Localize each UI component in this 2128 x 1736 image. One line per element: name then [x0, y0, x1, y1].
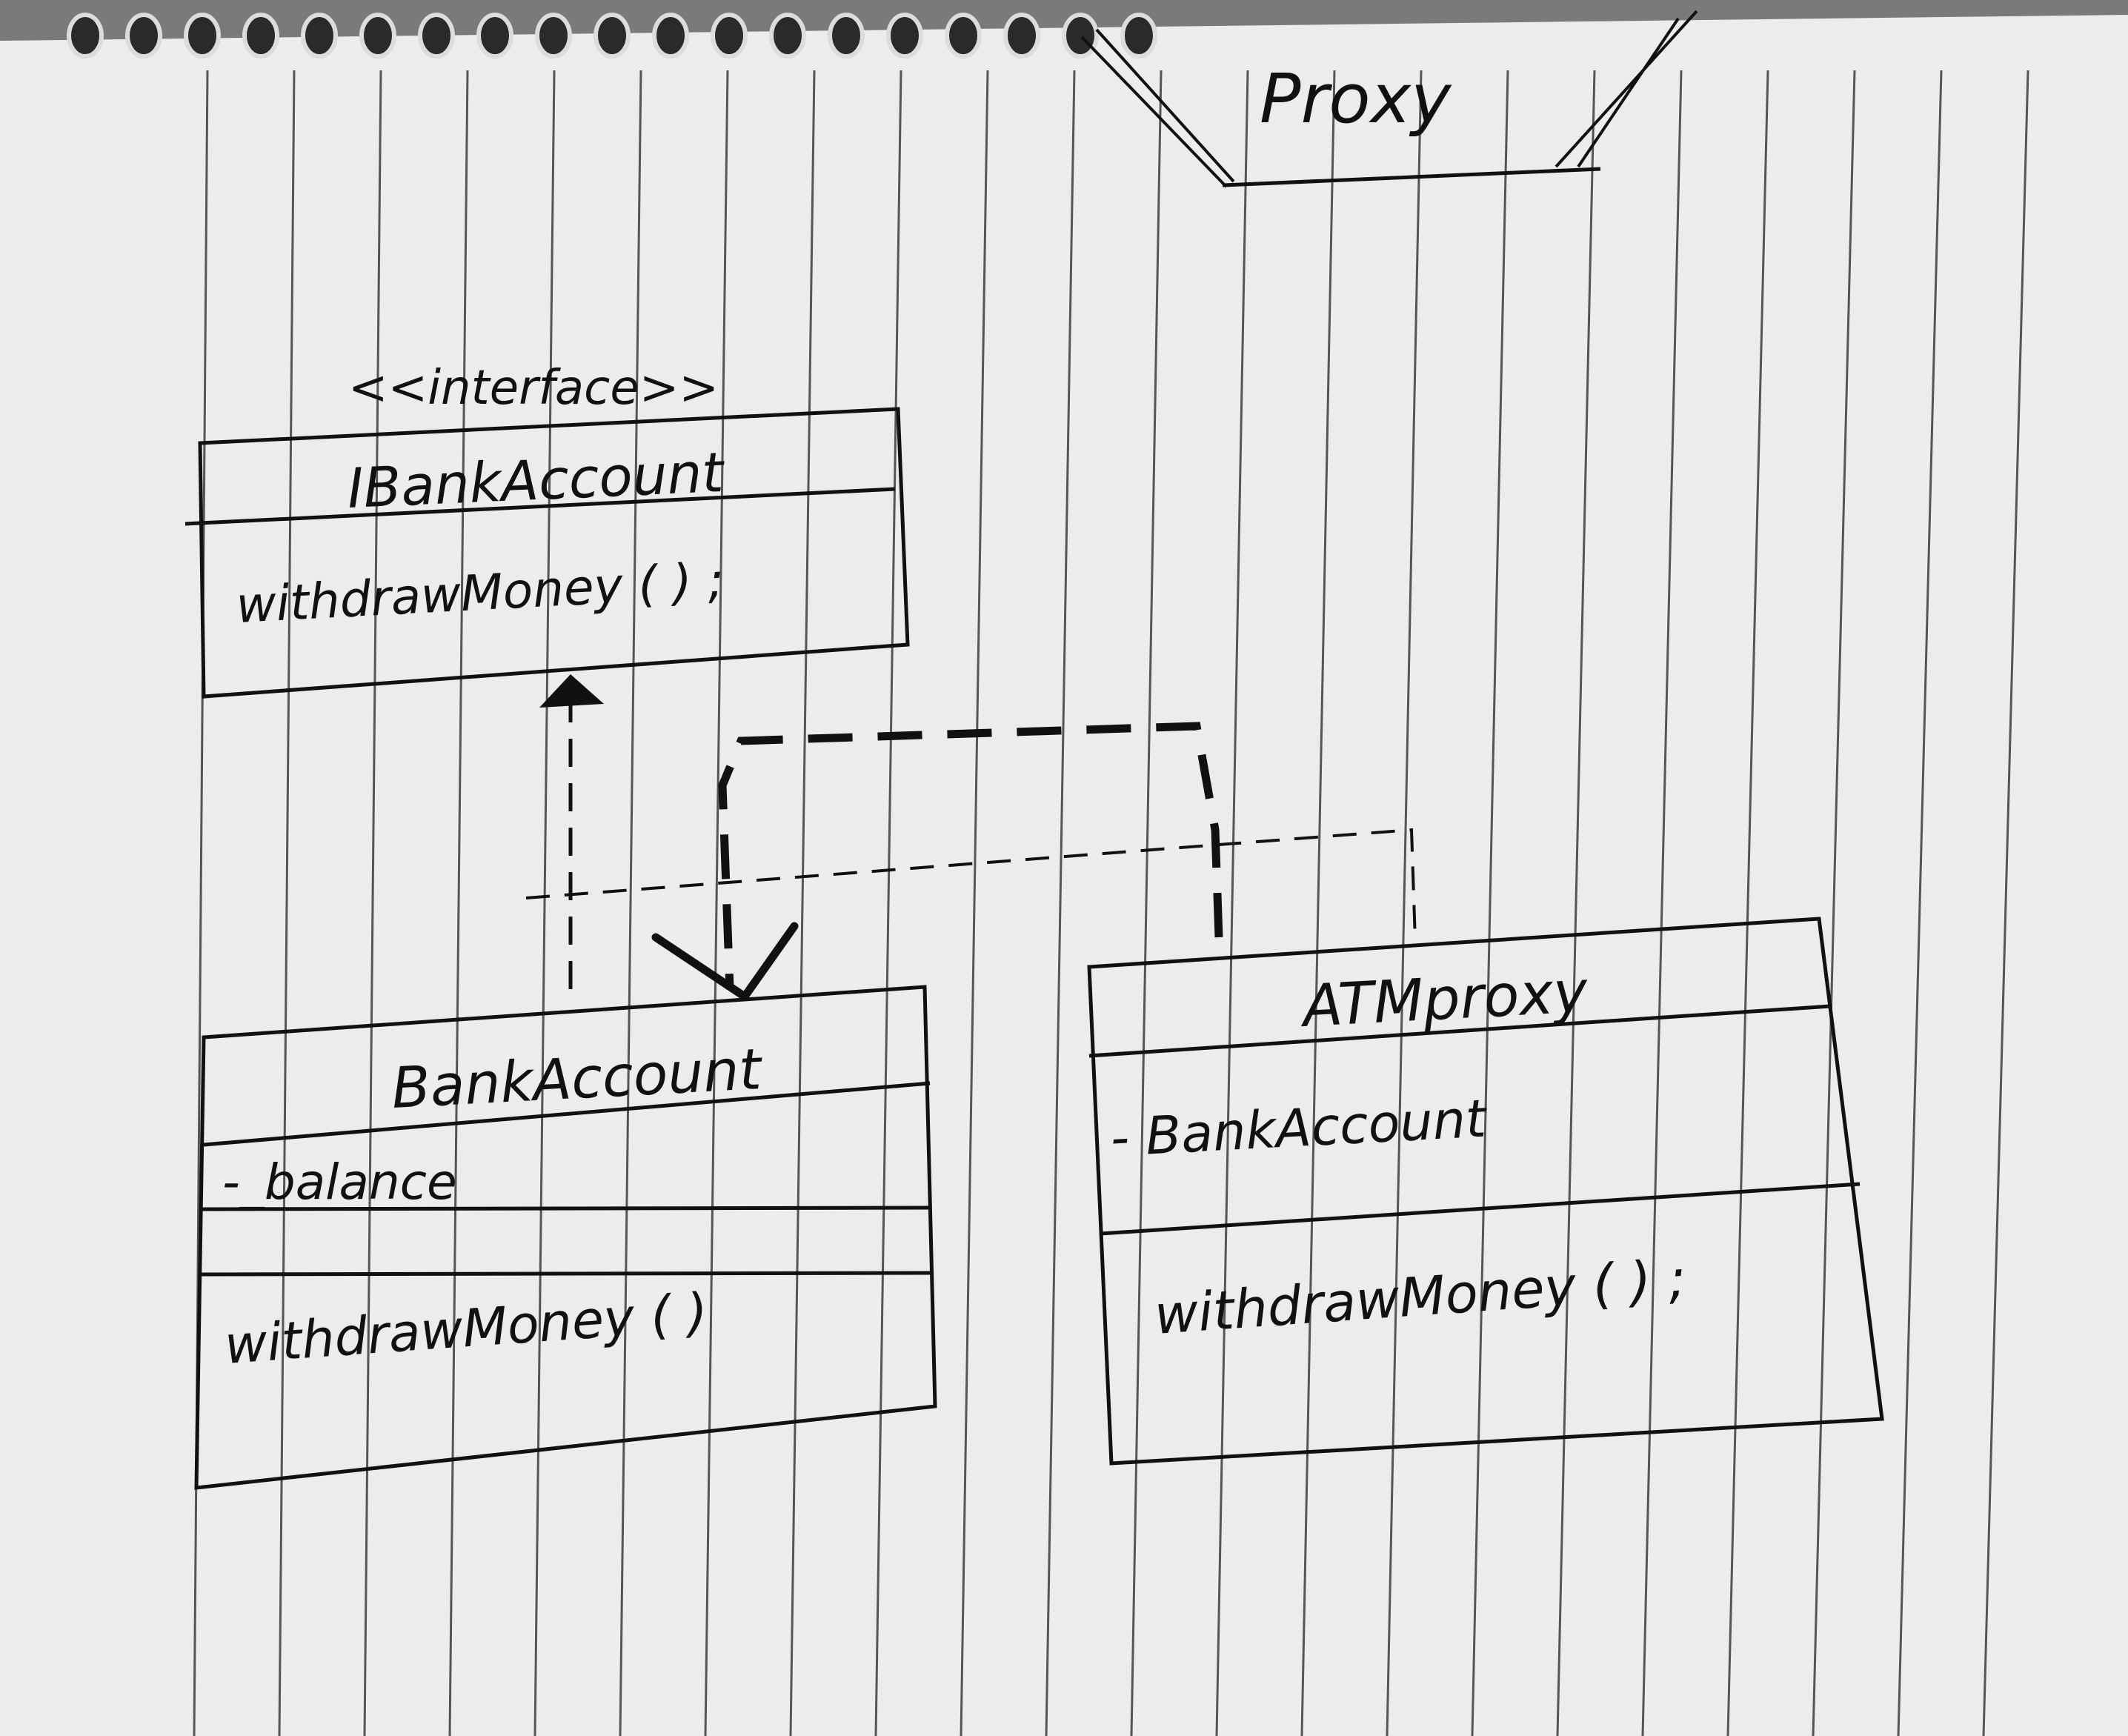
rule-line — [1471, 70, 1509, 1736]
spiral-ring — [67, 13, 104, 59]
spiral-ring — [652, 13, 689, 59]
title-deco-right-2 — [1577, 17, 1680, 168]
rule-line — [789, 70, 816, 1736]
bankaccount-divider-2 — [201, 1205, 931, 1211]
rule-line — [1982, 70, 2029, 1736]
rule-line — [1556, 70, 1596, 1736]
bankaccount-class-box — [194, 985, 937, 1490]
rule-line — [1130, 70, 1163, 1736]
rule-line — [619, 70, 642, 1736]
realization-arrowhead — [539, 674, 604, 708]
association-arrowhead — [651, 922, 799, 1001]
proxy-association — [651, 722, 1223, 1001]
spiral-ring — [886, 13, 923, 59]
spiral-ring — [593, 13, 631, 59]
bankaccount-attribute: -_balance — [222, 1154, 457, 1211]
spiral-ring — [535, 13, 572, 59]
atmproxy-class-name: ATMproxy — [1297, 959, 1590, 1040]
rule-line — [1641, 70, 1683, 1736]
rule-line — [960, 70, 989, 1736]
diagram-title: Proxy — [1260, 59, 1452, 139]
atmproxy-class-box — [1087, 917, 1884, 1466]
spiral-ring — [242, 13, 279, 59]
bankaccount-divider-1 — [203, 1081, 931, 1147]
title-deco-left-2 — [1080, 36, 1228, 188]
spiral-ring — [184, 13, 221, 59]
title-deco-right-1 — [1555, 10, 1698, 168]
spiral-ring — [418, 13, 455, 59]
rule-line — [278, 70, 296, 1736]
rule-line — [533, 70, 556, 1736]
rule-line — [1386, 70, 1423, 1736]
title-deco-left-1 — [1095, 28, 1235, 183]
rule-line — [1045, 70, 1076, 1736]
rule-line — [1897, 70, 1943, 1736]
rule-line — [704, 70, 729, 1736]
title-underline — [1222, 167, 1601, 187]
spiral-ring — [945, 13, 982, 59]
rule-line — [363, 70, 382, 1736]
spiral-ring — [359, 13, 396, 59]
realization-arrow — [539, 674, 604, 989]
spiral-ring — [769, 13, 806, 59]
interface-divider — [184, 487, 896, 526]
rule-line — [1300, 70, 1336, 1736]
paper-sheet — [0, 15, 2128, 1736]
spiral-ring — [828, 13, 865, 59]
rule-line — [1726, 70, 1769, 1736]
association-dashed-path — [718, 722, 1223, 990]
spiral-ring — [1003, 13, 1040, 59]
title-group: Proxy — [1080, 10, 1698, 188]
rule-line — [874, 70, 902, 1736]
spiral-ring — [476, 13, 513, 59]
spiral-ring — [1062, 13, 1099, 59]
spiral-ring — [301, 13, 338, 59]
spiral-ring — [125, 13, 162, 59]
rule-line — [1812, 70, 1856, 1736]
thin-dashed-line — [525, 828, 1417, 942]
interface-stereotype: <<interface>> — [348, 361, 719, 416]
spiral-ring — [1120, 13, 1157, 59]
interface-class-box — [198, 407, 910, 699]
spiral-ring — [711, 13, 748, 59]
thin-dashed-path — [525, 828, 1417, 942]
bankaccount-divider-3 — [199, 1271, 933, 1277]
atmproxy-divider-1 — [1088, 1004, 1831, 1058]
atmproxy-divider-2 — [1100, 1182, 1861, 1236]
